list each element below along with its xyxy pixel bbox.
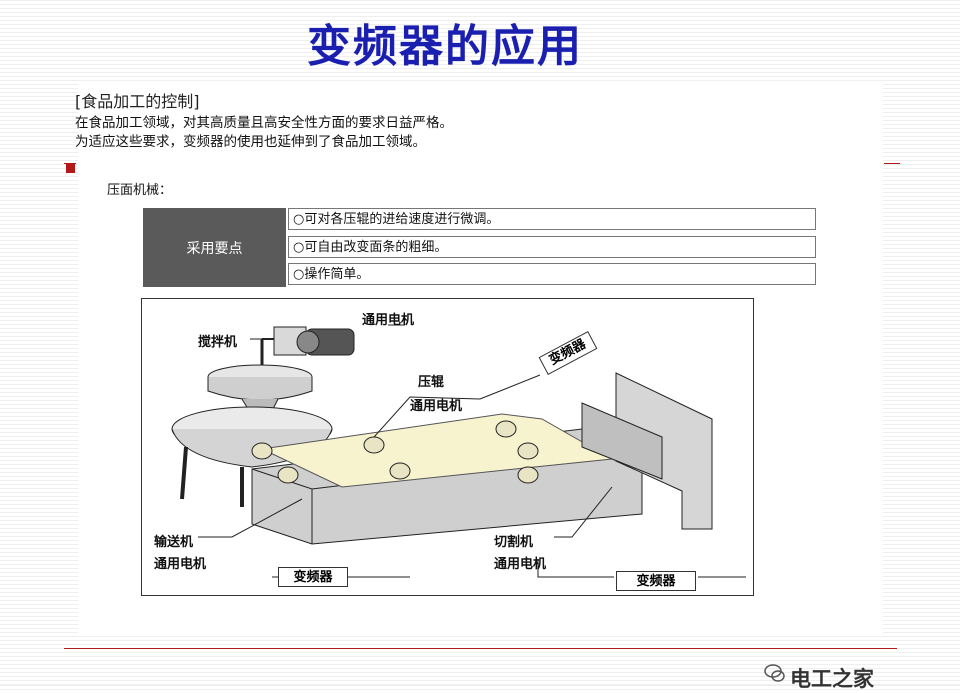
- label-motor-top: 通用电机: [362, 313, 415, 328]
- footer-divider: [64, 648, 897, 649]
- sub-heading: 压面机械：: [107, 183, 173, 198]
- machine-illustration: [171, 317, 746, 578]
- vfd-box-cutter: 变频器: [616, 571, 696, 591]
- intro-line-2: 为适应这些要求，变频器的使用也延伸到了食品加工领域。: [75, 134, 426, 150]
- label-cutter: 切割机: [494, 535, 534, 550]
- key-point-2: ○可自由改变面条的粗细。: [288, 236, 816, 258]
- key-point-3: ○操作简单。: [288, 263, 816, 285]
- intro-line-1: 在食品加工领域，对其高质量且高安全性方面的要求日益严格。: [75, 115, 453, 131]
- label-conveyor-motor: 通用电机: [154, 557, 207, 572]
- top-motor-shape: [260, 326, 355, 377]
- slide-title: 变频器的应用: [307, 21, 583, 72]
- label-press-roller: 压辊: [418, 375, 445, 390]
- wechat-icon: [764, 664, 785, 682]
- cutter-shape: [581, 372, 713, 530]
- label-conveyor: 输送机: [154, 535, 194, 550]
- key-point-1: ○可对各压辊的进给速度进行微调。: [288, 208, 816, 230]
- divider-right: [884, 163, 900, 164]
- vfd-box-conveyor: 变频器: [278, 567, 348, 587]
- key-points-label: 采用要点: [143, 208, 286, 287]
- watermark-text: 电工之家: [790, 667, 874, 691]
- bullet-marker: [66, 163, 75, 173]
- noodle-press-diagram: 通用电机 搅拌机 压辊 通用电机 输送机 通用电机 切割机 通用电机 变频器 变…: [141, 298, 754, 596]
- label-press-motor: 通用电机: [410, 399, 463, 414]
- label-mixer: 搅拌机: [198, 335, 238, 350]
- label-cutter-motor: 通用电机: [494, 557, 547, 572]
- section-heading: [食品加工的控制]: [75, 92, 200, 111]
- dough-sheet: [260, 413, 614, 488]
